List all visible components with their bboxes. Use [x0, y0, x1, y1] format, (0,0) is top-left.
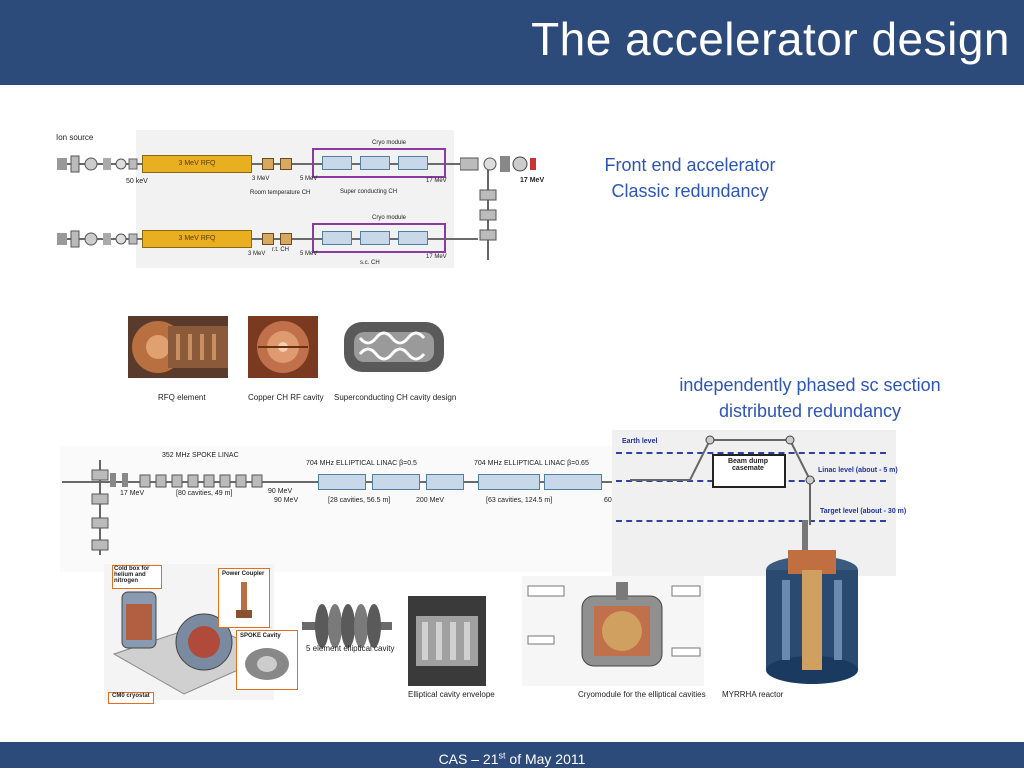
- main-linac-diagram: [60, 446, 620, 572]
- power-coupler-icon: [236, 582, 252, 618]
- rfq-element-caption: RFQ element: [158, 393, 206, 402]
- earth-level-line: [616, 452, 886, 454]
- main-linac-line1: independently phased sc section: [679, 375, 941, 395]
- vertical-branch-icon: [91, 460, 109, 555]
- footer-bar: CAS – 21st of May 2011: [0, 742, 1024, 768]
- five-element-caption: 5 element elliptical cavity: [306, 644, 395, 653]
- rt-ch-1b: [280, 158, 292, 170]
- elliptical-envelope-photo: [408, 596, 486, 686]
- ion-source-label: Ion source: [56, 133, 94, 142]
- energy-50kev: 50 keV: [126, 178, 148, 185]
- switch-magnet-icon: [460, 156, 536, 260]
- copper-ch-caption: Copper CH RF cavity: [248, 393, 324, 402]
- earth-level-label: Earth level: [622, 438, 658, 445]
- sc-cavity-1c: [398, 156, 428, 170]
- sc-cavity-1a: [322, 156, 352, 170]
- ell-cryo-1c: [426, 474, 464, 490]
- cryomodule-caption: Cryomodule for the elliptical cavities: [578, 690, 706, 699]
- sc-ch-design-photo: [336, 308, 452, 388]
- title-bar: The accelerator design: [0, 0, 1024, 85]
- cm0-callout: [108, 692, 154, 704]
- sc-cavity-2a: [322, 231, 352, 245]
- room-temp-ch-label: Room temperature CH: [250, 190, 311, 196]
- sc-ch-label: Super conducting CH: [340, 189, 398, 195]
- cavities-63: [63 cavities, 124.5 m]: [486, 497, 553, 504]
- ion-source-2-icon: [57, 230, 138, 248]
- rt-ch-2b: [280, 233, 292, 245]
- energy-17mev-b: 17 MeV: [426, 254, 447, 260]
- front-end-line1: Front end accelerator: [604, 155, 776, 175]
- rt-ch-label: r.t. CH: [272, 247, 290, 253]
- myrrha-reactor-image: [766, 520, 858, 684]
- energy-5mev-a: 5 MeV: [300, 176, 318, 182]
- cold-box-label: Cold box for helium and nitrogen: [114, 566, 150, 584]
- cavities-28: [28 cavities, 56.5 m]: [328, 497, 391, 504]
- main-linac-line2: distributed redundancy: [718, 401, 902, 421]
- energy-17mev-a: 17 MeV: [426, 178, 447, 184]
- rfq-element-photo: [128, 316, 228, 378]
- sc-ch-label-2: s.c. CH: [360, 260, 380, 266]
- spoke-linac-label: 352 MHz SPOKE LINAC: [162, 452, 239, 459]
- sc-cavity-2b: [360, 231, 390, 245]
- rfq-2: 3 MeV RFQ: [142, 230, 252, 248]
- footer-text: CAS – 21st of May 2011: [438, 750, 586, 767]
- footer-prefix: CAS – 21: [438, 750, 499, 767]
- sc-cavity-2c: [398, 231, 428, 245]
- elliptical-envelope-caption: Elliptical cavity envelope: [408, 690, 495, 699]
- copper-ch-photo: [248, 316, 318, 378]
- cm0-label: CM0 cryostat: [112, 693, 150, 699]
- cavities-80: [80 cavities, 49 m]: [176, 490, 233, 497]
- elliptical-linac-1-label: 704 MHz ELLIPTICAL LINAC β=0.5: [306, 460, 417, 467]
- spoke-linac-icon: [110, 473, 263, 488]
- elliptical-linac-2-label: 704 MHz ELLIPTICAL LINAC β=0.65: [474, 460, 589, 467]
- linac-level-label: Linac level (about - 5 m): [818, 467, 898, 474]
- energy-3mev-b: 3 MeV: [248, 251, 266, 257]
- footer-sup: st: [498, 750, 506, 760]
- five-element-cavity-photo: [302, 604, 392, 648]
- main-linac-caption: independently phased sc section distribu…: [652, 375, 968, 422]
- ell-cryo-2b: [544, 474, 602, 490]
- energy-90mev-a: 90 MeV: [268, 488, 293, 495]
- spoke-cavity-label: SPOKE Cavity: [240, 633, 281, 639]
- sc-cavity-1b: [360, 156, 390, 170]
- energy-17mev-out: 17 MeV: [520, 177, 545, 184]
- energy-3mev-a: 3 MeV: [252, 176, 270, 182]
- rt-ch-1a: [262, 158, 274, 170]
- beam-transport-icon: [630, 435, 815, 525]
- sc-ch-design-caption: Superconducting CH cavity design: [334, 393, 457, 402]
- beam-dump-label: Beam dump casemate: [727, 458, 769, 472]
- myrrha-caption: MYRRHA reactor: [722, 690, 784, 699]
- front-end-line2: Classic redundancy: [611, 181, 769, 201]
- cryo-module-1-label: Cryo module: [372, 140, 407, 146]
- rfq-1: 3 MeV RFQ: [142, 155, 252, 173]
- ion-source-icon: [57, 155, 138, 173]
- cryo-module-1: [312, 148, 446, 178]
- beam-dump-box: [712, 454, 786, 488]
- energy-200mev: 200 MeV: [416, 497, 445, 504]
- spoke-cavity-icon: [245, 648, 289, 680]
- cryo-module-2-label: Cryo module: [372, 215, 407, 221]
- energy-17mev-main: 17 MeV: [120, 490, 145, 497]
- ell-cryo-1a: [318, 474, 366, 490]
- energy-5mev-b: 5 MeV: [300, 251, 318, 257]
- rfq-1-label: 3 MeV RFQ: [178, 160, 216, 167]
- elliptical-cryomodule-photo: [522, 576, 704, 686]
- front-end-caption: Front end accelerator Classic redundancy: [580, 155, 800, 202]
- cryo-module-2: [312, 223, 446, 253]
- rfq-2-label: 3 MeV RFQ: [178, 235, 216, 242]
- rt-ch-2a: [262, 233, 274, 245]
- target-level-label: Target level (about - 30 m): [820, 508, 907, 515]
- cold-box-callout: [112, 565, 162, 589]
- slide-title: The accelerator design: [531, 13, 1010, 65]
- footer-suffix: of May 2011: [505, 750, 586, 767]
- ell-cryo-2a: [478, 474, 540, 490]
- ell-cryo-1b: [372, 474, 420, 490]
- energy-90mev-b: 90 MeV: [274, 497, 299, 504]
- target-level-line: [616, 520, 886, 522]
- power-coupler-label: Power Coupler: [222, 571, 265, 577]
